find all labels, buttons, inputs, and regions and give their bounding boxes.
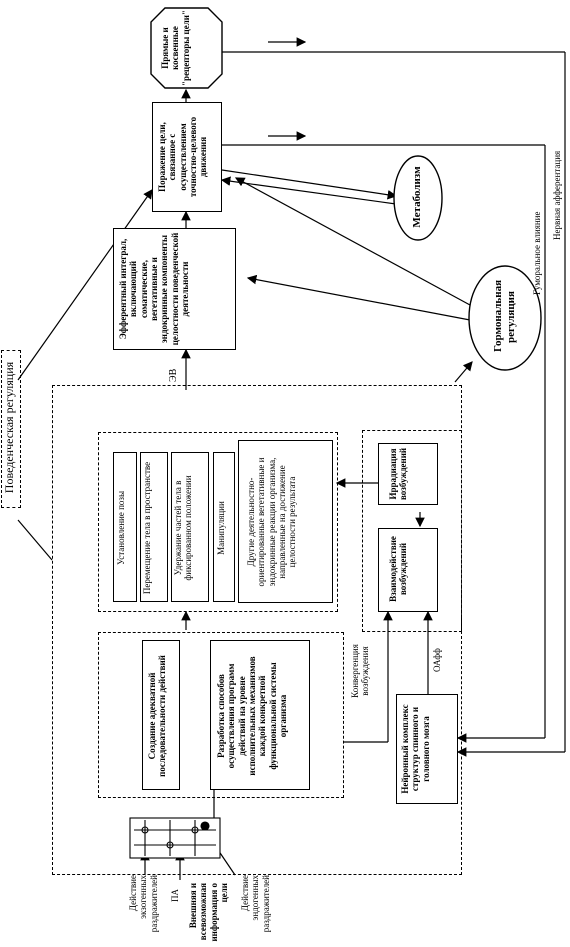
- nervous-label: Нервная афферентация: [552, 150, 562, 240]
- neuron-text: Нейронный комплекс структур спинного и г…: [400, 704, 431, 794]
- interaction-text: Взаимодействие возбуждений: [388, 536, 409, 602]
- actions-dashed-box: [98, 432, 338, 612]
- irradiation-text: Иррадиация возбуждений: [388, 447, 409, 500]
- connectors: [17, 37, 566, 880]
- methods-box: [210, 640, 310, 790]
- goal-text: Поражение цели, связанное с осуществлени…: [157, 116, 209, 198]
- other-box: [238, 440, 333, 603]
- efferent-box: [113, 228, 236, 350]
- octagon-shape: [150, 7, 223, 89]
- hold-text: Удержание частей тела в фиксированном по…: [173, 475, 194, 581]
- convergence-label: Конвергенция возбуждения: [350, 644, 371, 698]
- hormonal-ellipse: [468, 265, 542, 371]
- metabolism-ellipse: [393, 155, 443, 241]
- other-text: Другие деятельностно-ориентированные вег…: [246, 457, 298, 587]
- interaction-box: [378, 528, 438, 612]
- endo-text: Действие эндогенных раздражителей: [240, 875, 271, 933]
- pa-label: ПА: [170, 889, 180, 902]
- irradiation-box: [378, 443, 438, 505]
- program-dashed-box: [98, 632, 344, 798]
- switch-icon: [129, 817, 221, 859]
- manip-box: [213, 452, 235, 602]
- move-box: [140, 452, 168, 602]
- title-dashed-box: [1, 350, 21, 508]
- neuron-box: [396, 694, 458, 804]
- humoral-label: Гуморальное влияние: [532, 211, 542, 295]
- hormonal-text: Гормональная регуляция: [492, 279, 517, 352]
- efferent-text: Эфферентный интеграл, включающий соматич…: [118, 232, 191, 346]
- octagon-text: Прямые и косвенные "рецепторы цели": [160, 10, 191, 86]
- sequence-text: Создание адекватной последовательности д…: [147, 655, 168, 777]
- sequence-box: [142, 640, 180, 790]
- move-text: Перемещение тела в пространстве: [142, 461, 152, 595]
- metabolism-text: Метаболизм: [411, 166, 423, 228]
- title-text: Поведенческая регуляция: [2, 361, 16, 494]
- excitation-dashed-box: [362, 430, 462, 632]
- pose-box: [113, 452, 137, 602]
- ev-label: ЭВ: [168, 368, 179, 382]
- manip-text: Манипуляции: [216, 501, 226, 555]
- exo-text: Действие экзогенных раздражителей: [128, 875, 159, 933]
- info-text: Внешняя и всевозможная информация о цели: [188, 883, 230, 942]
- hold-box: [171, 452, 209, 602]
- oaff-label: ОАфф: [432, 648, 442, 672]
- pose-text: Установление позы: [116, 490, 126, 566]
- goal-box: [152, 102, 222, 212]
- methods-text: Разработка способов осуществления програ…: [216, 656, 289, 776]
